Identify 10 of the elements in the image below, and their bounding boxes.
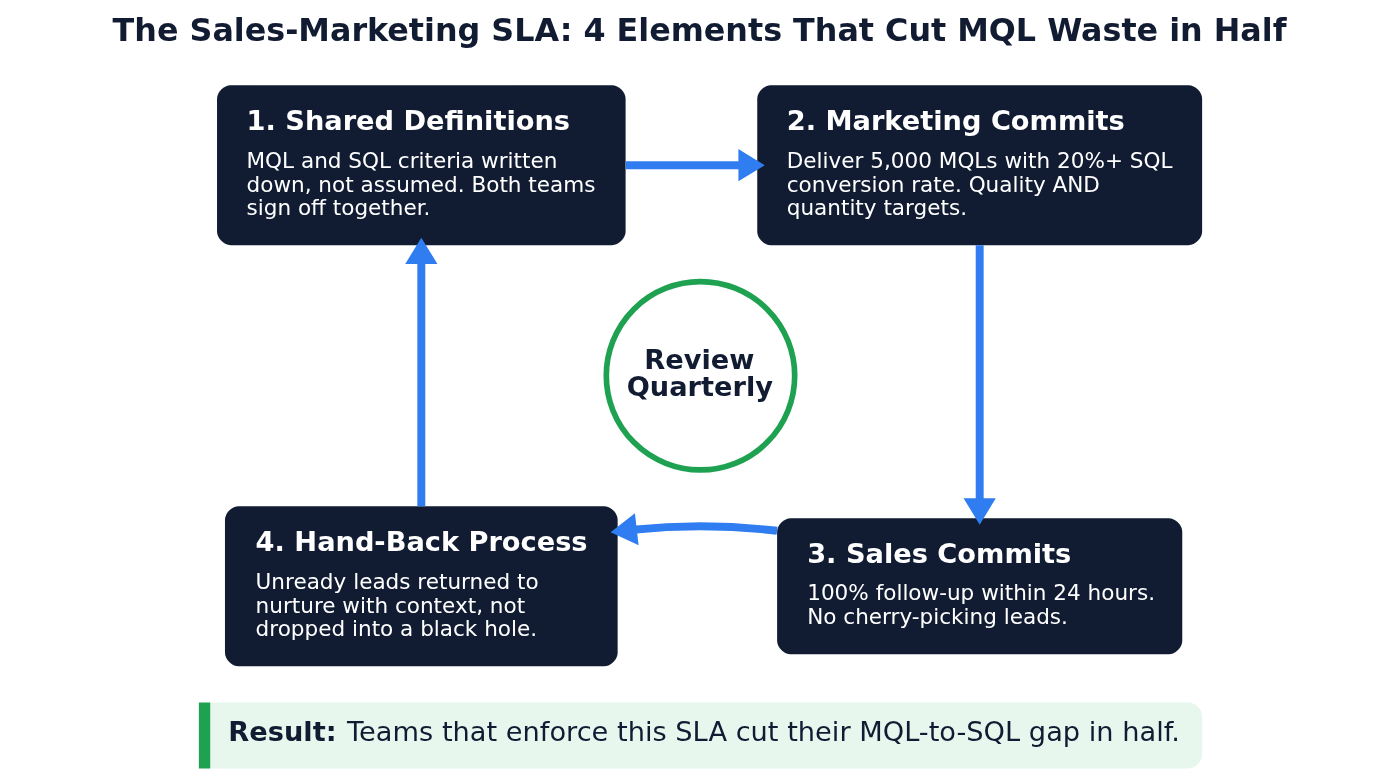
arrow xyxy=(963,245,996,525)
node-box: 4. Hand-Back Process Unready leads returned to nurture with context, not dropped into a black hole. xyxy=(224,506,618,667)
node-box: 1. Shared Definitions MQL and SQL criteria written down, not assumed. Both teams sign off together. xyxy=(216,85,626,246)
node-box: 2. Marketing Commits Deliver 5,000 MQLs with 20%+ SQL conversion rate. Quality AND quantity targets. xyxy=(756,85,1202,246)
diagram-title: The Sales-Marketing SLA: 4 Elements That Cut MQL Waste in Half xyxy=(112,12,1286,49)
arrow xyxy=(404,237,437,507)
node-circle: Review Quarterly xyxy=(602,278,798,473)
arrow xyxy=(610,513,777,546)
arrow xyxy=(625,149,765,182)
node-box: 3. Sales Commits 100% follow-up within 24 hours. No cherry-picking leads. xyxy=(776,518,1182,655)
